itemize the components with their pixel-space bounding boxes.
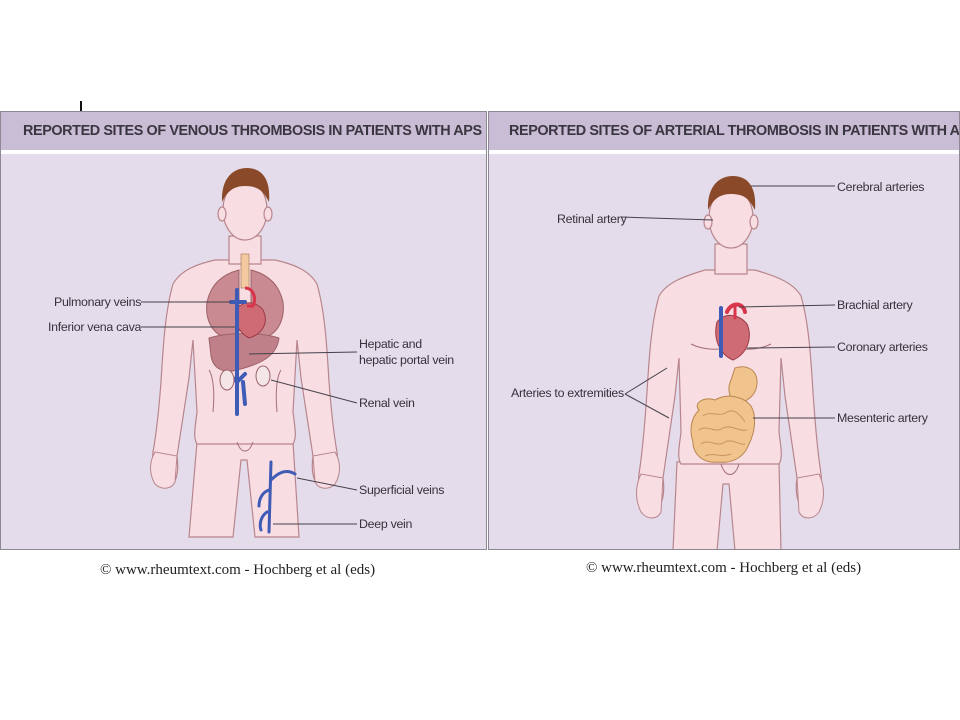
- stomach: [728, 366, 758, 403]
- credit-left: © www.rheumtext.com - Hochberg et al (ed…: [100, 562, 376, 578]
- label-renal-vein: Renal vein: [359, 396, 415, 410]
- panel-header: REPORTED SITES OF VENOUS THROMBOSIS IN P…: [1, 112, 486, 154]
- arterial-body-figure: [620, 176, 836, 549]
- hair: [221, 168, 270, 202]
- arteries: [719, 302, 747, 358]
- venous-thrombosis-panel: REPORTED SITES OF VENOUS THROMBOSIS IN P…: [0, 111, 487, 550]
- panel-title: REPORTED SITES OF VENOUS THROMBOSIS IN P…: [23, 123, 482, 139]
- label-coronary-arteries: Coronary arteries: [837, 340, 928, 354]
- aorta: [244, 286, 257, 308]
- label-deep-vein: Deep vein: [359, 517, 413, 531]
- venous-body-figure: [141, 168, 358, 538]
- panel-header: REPORTED SITES OF ARTERIAL THROMBOSIS IN…: [489, 112, 959, 154]
- arterial-thrombosis-panel: REPORTED SITES OF ARTERIAL THROMBOSIS IN…: [488, 111, 960, 550]
- label-mesenteric-artery: Mesenteric artery: [837, 411, 928, 425]
- slide-tick-mark: [80, 101, 82, 111]
- heart: [715, 315, 750, 361]
- label-cerebral-arteries: Cerebral arteries: [837, 180, 925, 194]
- leader-lines: [620, 185, 836, 419]
- intestine-loops: [698, 410, 748, 457]
- label-hepatic-line2: hepatic portal vein: [359, 353, 454, 367]
- label-retinal-artery: Retinal artery: [557, 212, 627, 226]
- hair: [707, 176, 756, 210]
- label-hepatic-line1: Hepatic and: [359, 337, 422, 351]
- trachea: [240, 253, 250, 289]
- credit-right: © www.rheumtext.com - Hochberg et al (ed…: [586, 560, 862, 576]
- hands: [636, 473, 824, 519]
- label-pulmonary-veins: Pulmonary veins: [54, 295, 142, 309]
- label-inferior-vena-cava: Inferior vena cava: [48, 320, 142, 334]
- label-arteries-to-extremities: Arteries to extremities: [511, 386, 624, 400]
- leader-lines: [141, 301, 358, 525]
- kidneys: [219, 365, 271, 391]
- hands: [150, 451, 340, 489]
- panel-title: REPORTED SITES OF ARTERIAL THROMBOSIS IN…: [509, 123, 960, 139]
- label-superficial-veins: Superficial veins: [359, 483, 445, 497]
- body-contours: [208, 369, 282, 452]
- intestines: [690, 395, 756, 463]
- leg-veins: [257, 460, 297, 534]
- label-brachial-artery: Brachial artery: [837, 298, 913, 312]
